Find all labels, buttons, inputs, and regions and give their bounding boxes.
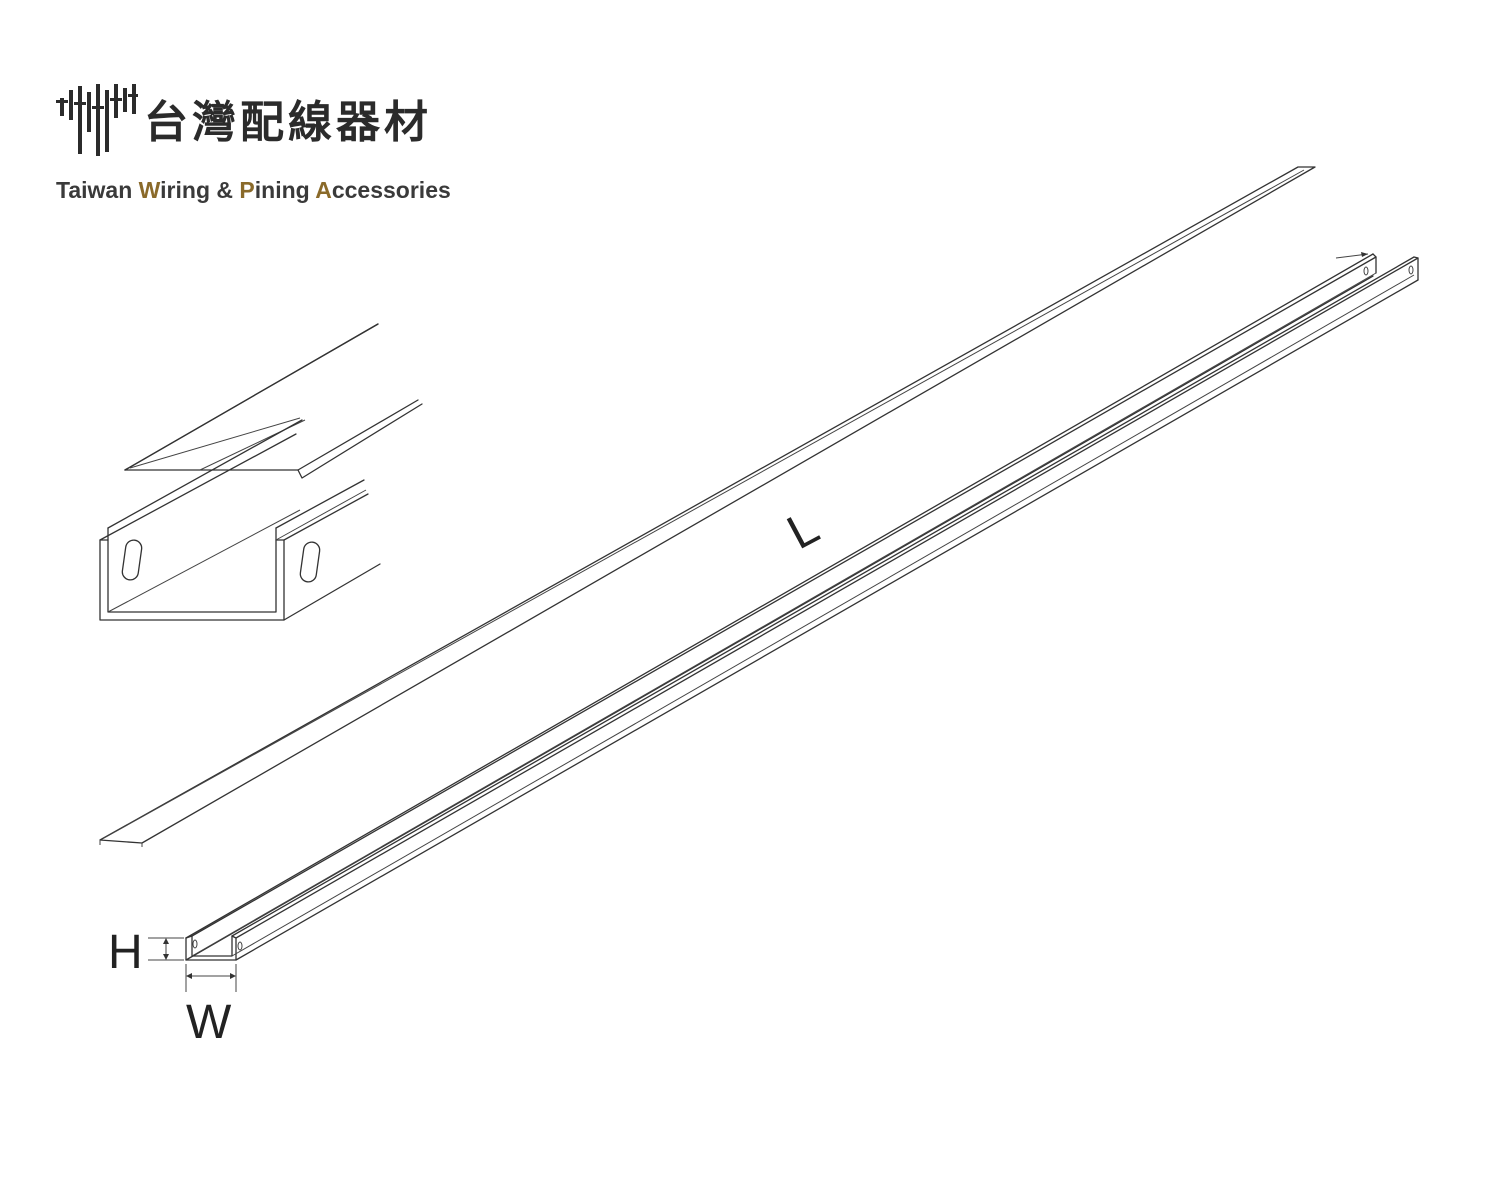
brand-name-chinese: 台灣配線器材: [144, 97, 432, 148]
brand-name-english-part: Taiwan: [56, 177, 139, 203]
width-label: W: [186, 996, 232, 1049]
height-label: H: [108, 926, 143, 979]
tray-detail-view: [99, 323, 423, 621]
brand-name-english-part: P: [239, 177, 255, 203]
brand-name-english: Taiwan Wiring & Pining Accessories: [56, 177, 451, 204]
brand-name-english-part: A: [315, 177, 332, 203]
length-dimension-marker: [1335, 252, 1369, 259]
tray-cover-plate: [99, 166, 1316, 847]
height-dimension-marker: [148, 937, 184, 961]
width-dimension-marker: [185, 964, 237, 992]
brand-name-english-part: iring &: [160, 177, 240, 203]
brand-name-english-part: W: [138, 177, 161, 203]
brand-logo: 台灣配線器材 Taiwan Wiring & Pining Accessorie…: [56, 80, 476, 220]
brand-name-english-part: ccessories: [331, 177, 451, 203]
length-label: L: [779, 501, 827, 560]
brand-logo-icon: [56, 84, 138, 156]
tray-channel-body: [185, 253, 1419, 961]
brand-name-english-part: ining: [254, 177, 316, 203]
